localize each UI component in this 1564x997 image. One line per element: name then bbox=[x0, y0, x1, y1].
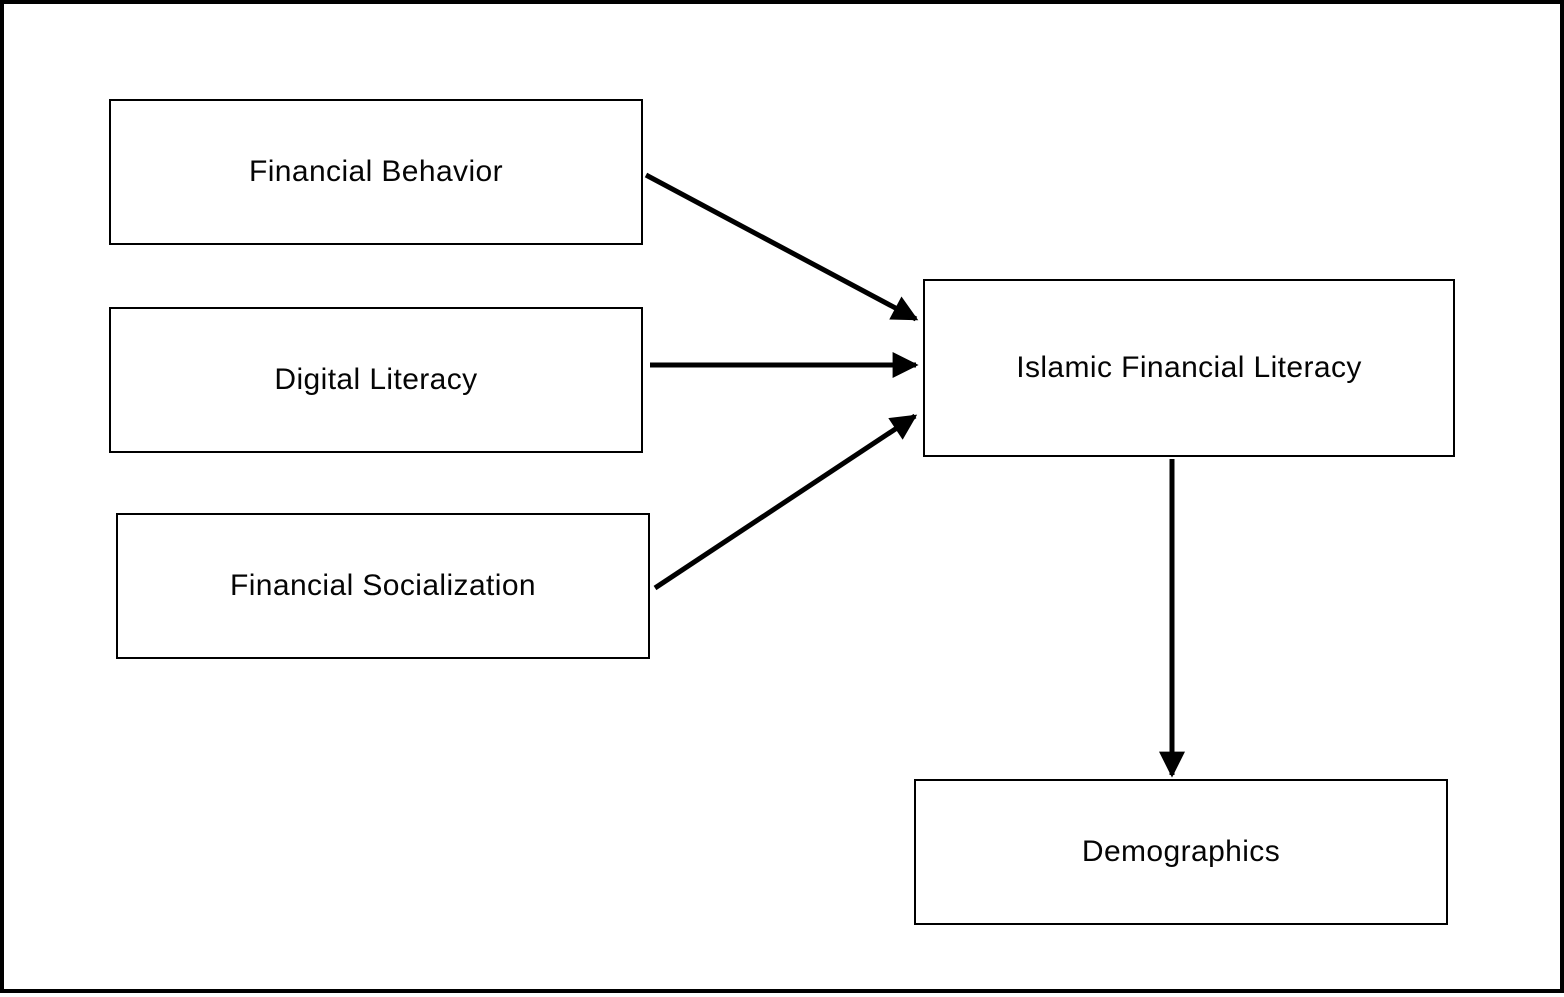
node-financial-behavior-label: Financial Behavior bbox=[249, 155, 503, 188]
edge-financial-socialization-to-ifl-arrow bbox=[653, 413, 918, 591]
node-digital-literacy-label: Digital Literacy bbox=[274, 363, 478, 396]
node-demographics-label: Demographics bbox=[1081, 835, 1281, 868]
node-financial-socialization-label: Financial Socialization bbox=[229, 569, 537, 602]
node-financial-socialization: Financial Socialization bbox=[116, 513, 650, 659]
node-financial-behavior: Financial Behavior bbox=[109, 99, 643, 245]
node-islamic-financial-literacy: Islamic Financial Literacy bbox=[923, 279, 1455, 457]
edge-financial-behavior-to-ifl-arrow bbox=[644, 172, 919, 322]
node-islamic-financial-literacy-label: Islamic Financial Literacy bbox=[1016, 351, 1362, 384]
node-demographics: Demographics bbox=[914, 779, 1448, 925]
node-digital-literacy: Digital Literacy bbox=[109, 307, 643, 453]
